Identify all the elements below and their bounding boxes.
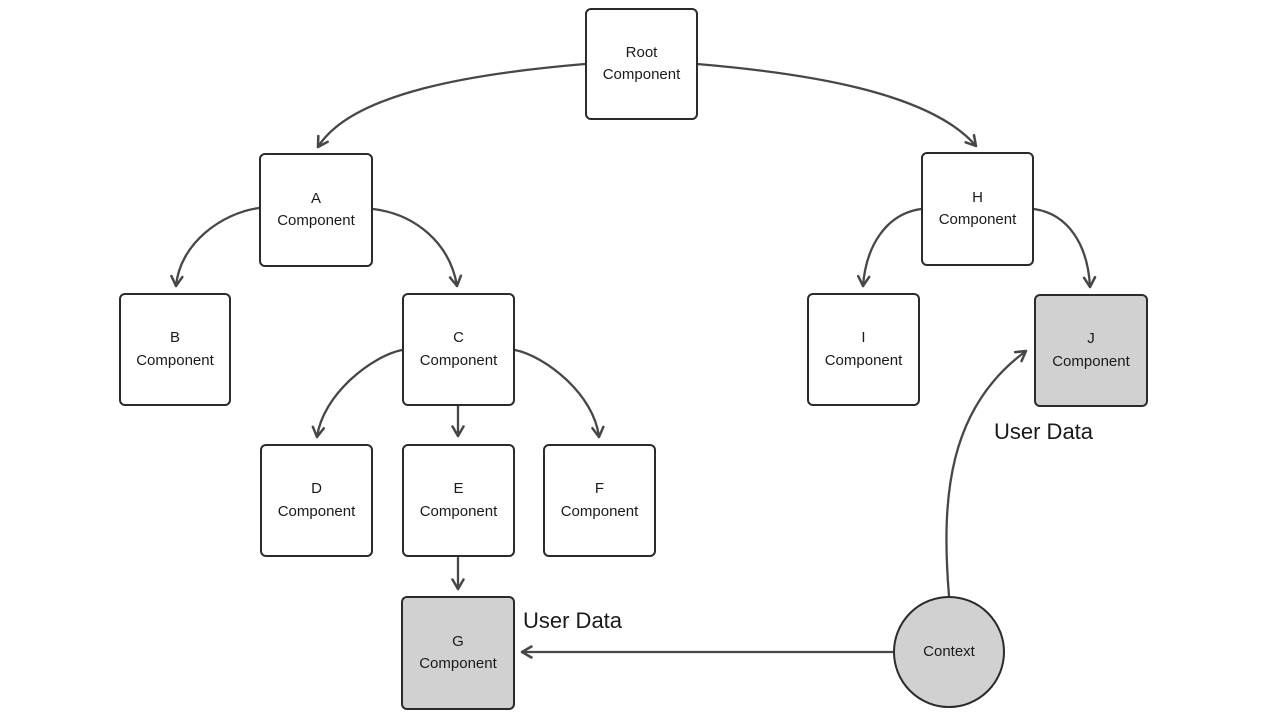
node-label-line2: Component [419, 351, 498, 369]
edge-a-to-c [371, 207, 463, 288]
node-root-component: Root Component [585, 8, 698, 120]
node-label-line1: Context [923, 642, 975, 660]
edge-context-to-j [945, 349, 1028, 598]
node-label-line1: I [861, 329, 866, 346]
node-label-line2: Component [277, 212, 355, 229]
node-label-line1: G [452, 632, 464, 650]
node-f-component: F Component [543, 444, 656, 557]
edge-root-to-a [316, 62, 587, 149]
node-label-line2: Component [824, 351, 903, 369]
user-data-label-g: User Data [523, 608, 623, 633]
node-label-line2: Component [419, 655, 497, 672]
node-b-component: B Component [119, 293, 231, 406]
node-c-component: C Component [402, 293, 515, 406]
node-label-line1: D [311, 480, 322, 497]
node-h-component: H Component [921, 152, 1034, 266]
node-label-line1: A [310, 189, 321, 207]
node-label-line1: Root [625, 43, 658, 61]
node-label-line2: Component [136, 351, 214, 369]
edge-h-to-j [1032, 207, 1097, 289]
node-e-component: E Component [402, 444, 515, 557]
node-d-component: D Component [260, 444, 373, 557]
node-label-line1: J [1087, 330, 1095, 347]
node-label-line1: F [594, 480, 605, 497]
edge-root-to-h [695, 62, 978, 148]
node-label-line2: Component [602, 66, 681, 83]
edge-c-to-d [311, 348, 404, 439]
node-label-line2: Component [938, 211, 1017, 228]
node-label-line2: Component [277, 502, 356, 520]
node-context: Context [893, 596, 1005, 708]
edge-c-to-f [513, 348, 605, 439]
node-label-line1: B [169, 329, 180, 346]
user-data-label-j: User Data [994, 419, 1094, 444]
node-j-component: J Component [1034, 294, 1148, 407]
node-a-component: A Component [259, 153, 373, 267]
edge-a-to-b [170, 206, 261, 288]
node-label-line2: Component [419, 502, 498, 520]
node-label-line1: E [453, 480, 464, 497]
node-label-line2: Component [1052, 352, 1130, 370]
node-label-line1: H [972, 188, 983, 206]
node-g-component: G Component [401, 596, 515, 710]
node-i-component: I Component [807, 293, 920, 406]
node-label-line2: Component [560, 502, 639, 520]
edge-h-to-i [856, 207, 923, 288]
node-label-line1: C [453, 329, 464, 346]
